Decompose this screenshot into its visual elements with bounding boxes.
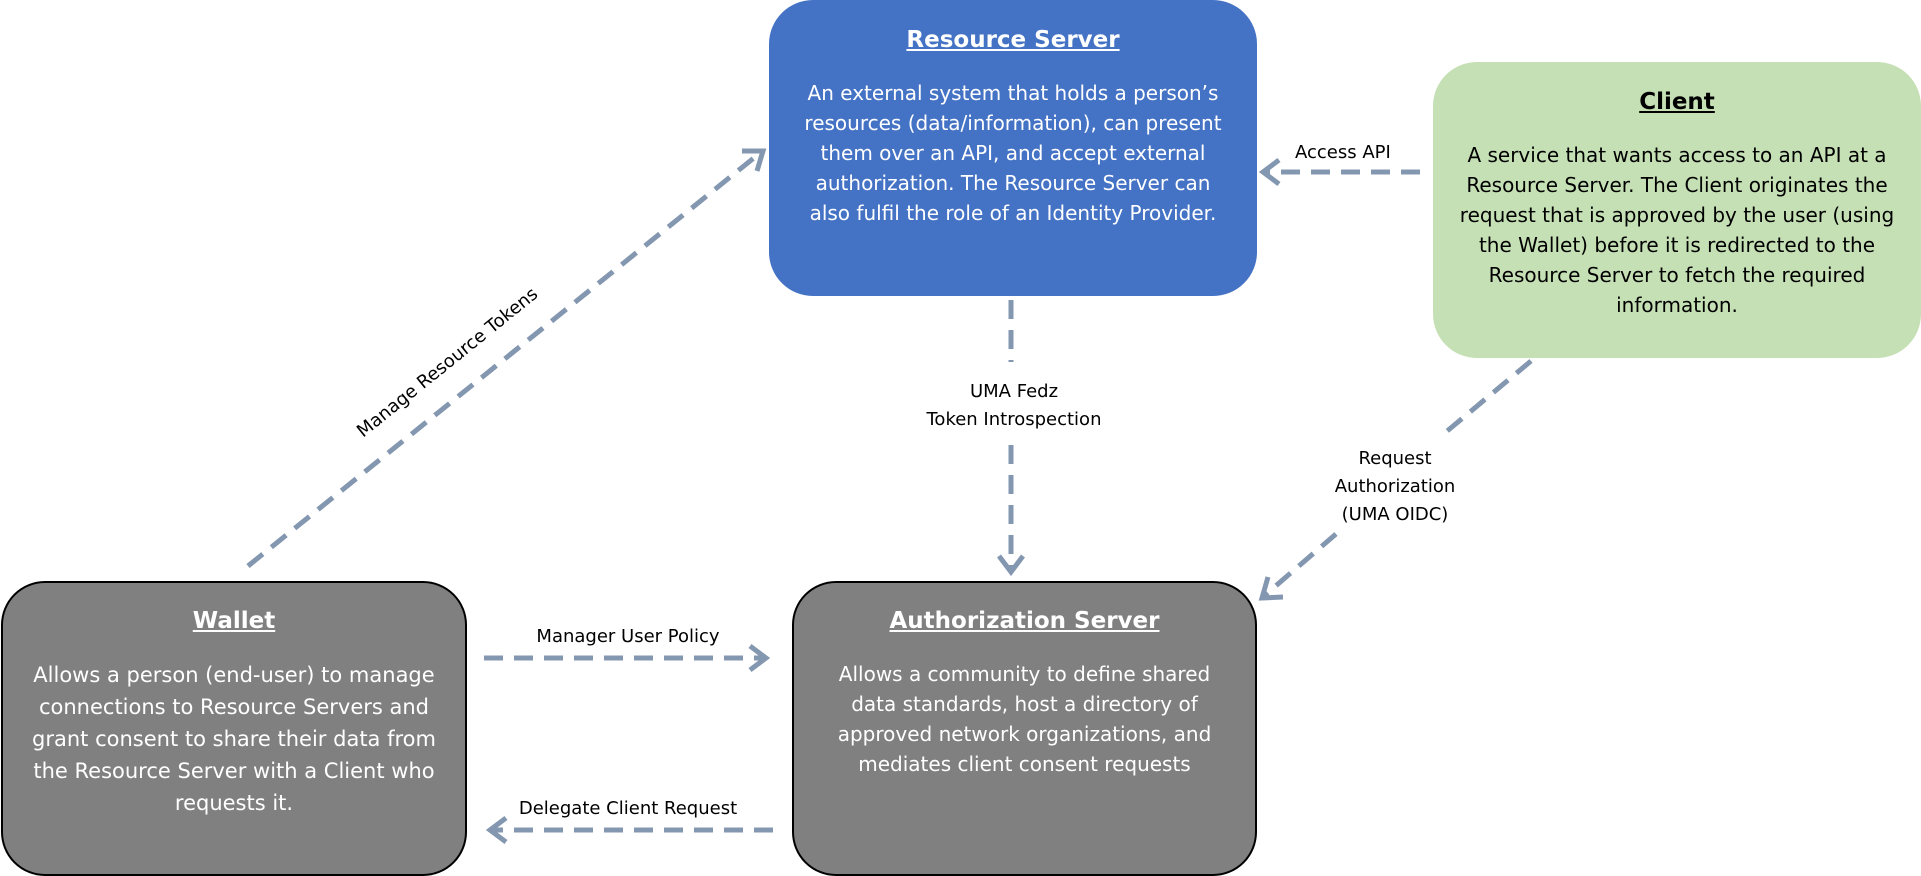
request-authorization-label-line3: (UMA OIDC) [1342,504,1449,525]
wallet-title: Wallet [192,608,276,634]
uma-fedz-arrowhead [997,554,1025,577]
client-node: Client A service that wants access to an… [1433,62,1921,358]
uma-fedz-label-line1: UMA Fedz [970,381,1058,402]
request-authorization-label-line1: Request [1358,448,1431,469]
manage-resource-tokens-arrow-line [246,151,762,568]
delegate-client-request-arrowhead [485,816,508,844]
manager-user-policy-arrowhead [748,644,771,672]
client-description: A service that wants access to an API at… [1459,143,1895,317]
edge-manager-user-policy: Manager User Policy [484,626,771,672]
manage-resource-tokens-label: Manage Resource Tokens [353,284,542,442]
authorization-server-node: Authorization Server Allows a community … [792,581,1257,876]
request-authorization-arrow-segment-bottom [1262,532,1338,598]
request-authorization-arrow-segment-top [1444,359,1533,434]
authorization-server-title: Authorization Server [889,608,1160,634]
resource-server-title: Resource Server [906,27,1120,53]
wallet-description: Allows a person (end-user) to manage con… [32,663,436,815]
request-authorization-arrowhead [1258,576,1284,601]
access-api-label: Access API [1295,142,1391,163]
request-authorization-label-line2: Authorization [1335,476,1456,497]
edge-request-authorization: Request Authorization (UMA OIDC) [1258,359,1533,601]
resource-server-node: Resource Server An external system that … [769,0,1257,296]
edge-manage-resource-tokens: Manage Resource Tokens [246,148,767,568]
access-api-arrowhead [1258,158,1281,186]
edge-uma-fedz: UMA Fedz Token Introspection [926,300,1102,577]
edge-delegate-client-request: Delegate Client Request [485,798,773,844]
authorization-server-description: Allows a community to define shared data… [837,662,1212,776]
edge-access-api: Access API [1258,142,1420,186]
delegate-client-request-label: Delegate Client Request [519,798,737,819]
manager-user-policy-label: Manager User Policy [536,626,719,647]
manage-resource-tokens-arrowhead [742,148,767,172]
resource-server-description: An external system that holds a person’s… [804,81,1222,225]
uma-fedz-label-line2: Token Introspection [926,409,1102,430]
wallet-node: Wallet Allows a person (end-user) to man… [1,581,467,876]
client-title: Client [1639,89,1715,115]
